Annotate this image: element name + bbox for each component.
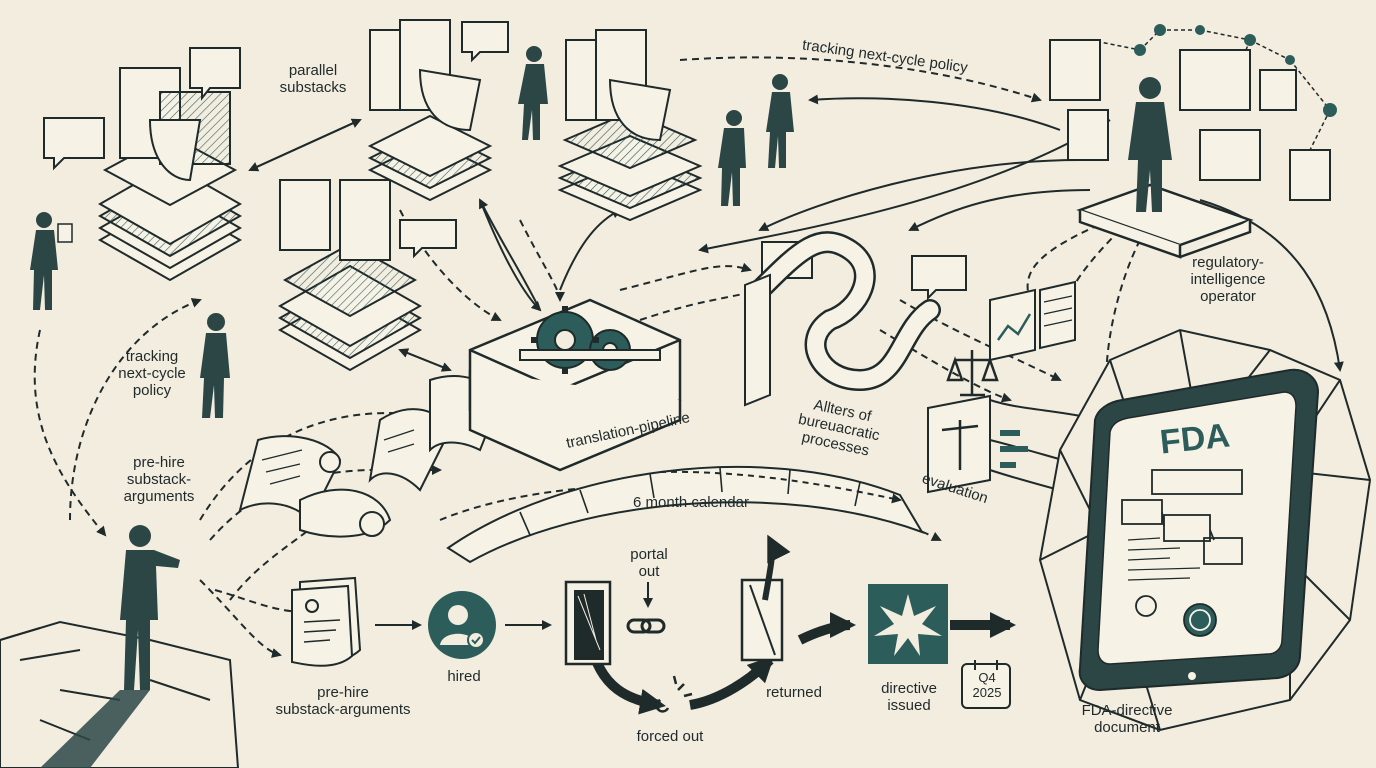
scroll-icon xyxy=(238,375,502,538)
door-return-icon xyxy=(740,534,791,662)
speaker-shadow xyxy=(40,690,150,768)
calendar-band xyxy=(446,465,925,564)
bureaucratic-pipes-inner xyxy=(751,233,939,389)
label-prehire-bottom: pre-hire substack-arguments xyxy=(275,684,411,718)
person-icon-left xyxy=(30,212,73,310)
hired-avatar-icon xyxy=(428,591,496,659)
person-icon-operator xyxy=(1128,77,1172,212)
scale-icon xyxy=(946,350,999,397)
door-portal-icon xyxy=(564,580,612,666)
person-icon-speaker xyxy=(120,525,180,690)
label-tracking-left: tracking next-cycle policy xyxy=(118,348,186,399)
person-icon-top-center xyxy=(518,46,548,140)
network-cards xyxy=(1049,39,1331,201)
label-fda-document: FDA-directive document xyxy=(1081,702,1173,736)
label-6-month-calendar: 6 month calendar xyxy=(633,494,749,511)
calendar-icon xyxy=(961,660,1011,709)
label-quarter-badge: Q4 2025 xyxy=(972,670,1002,700)
label-returned: returned xyxy=(766,684,822,701)
label-hired: hired xyxy=(447,668,481,685)
pipe-panel xyxy=(744,273,771,407)
tablet-content xyxy=(1121,469,1243,637)
document-stack-left xyxy=(97,67,243,282)
broken-link-icon xyxy=(655,675,693,713)
chart-icon xyxy=(989,280,1076,362)
label-prehire-left: pre-hire substack- arguments xyxy=(123,454,195,505)
label-regulatory-operator: regulatory- intelligence operator xyxy=(1190,254,1266,305)
gear-icon xyxy=(519,306,661,374)
prehire-papers xyxy=(291,576,362,667)
burst-icon xyxy=(868,584,948,664)
evaluation-panel xyxy=(927,394,1028,494)
person-icon-pair xyxy=(718,74,794,206)
document-stack-top-right xyxy=(557,29,703,222)
tablet-icon xyxy=(1078,368,1320,692)
document-stack-center xyxy=(277,179,423,372)
label-forced-out: forced out xyxy=(636,728,704,745)
label-directive-issued: directive issued xyxy=(881,680,937,714)
label-parallel-substacks: parallel substacks xyxy=(279,62,347,96)
label-portal-out: portal out xyxy=(630,546,668,580)
tablet-screen-title: FDA xyxy=(1158,416,1232,462)
document-stack-top-center xyxy=(367,19,493,202)
person-icon-tracking xyxy=(200,313,230,418)
operator-platform xyxy=(1076,183,1254,259)
chain-link-icon xyxy=(626,618,666,634)
